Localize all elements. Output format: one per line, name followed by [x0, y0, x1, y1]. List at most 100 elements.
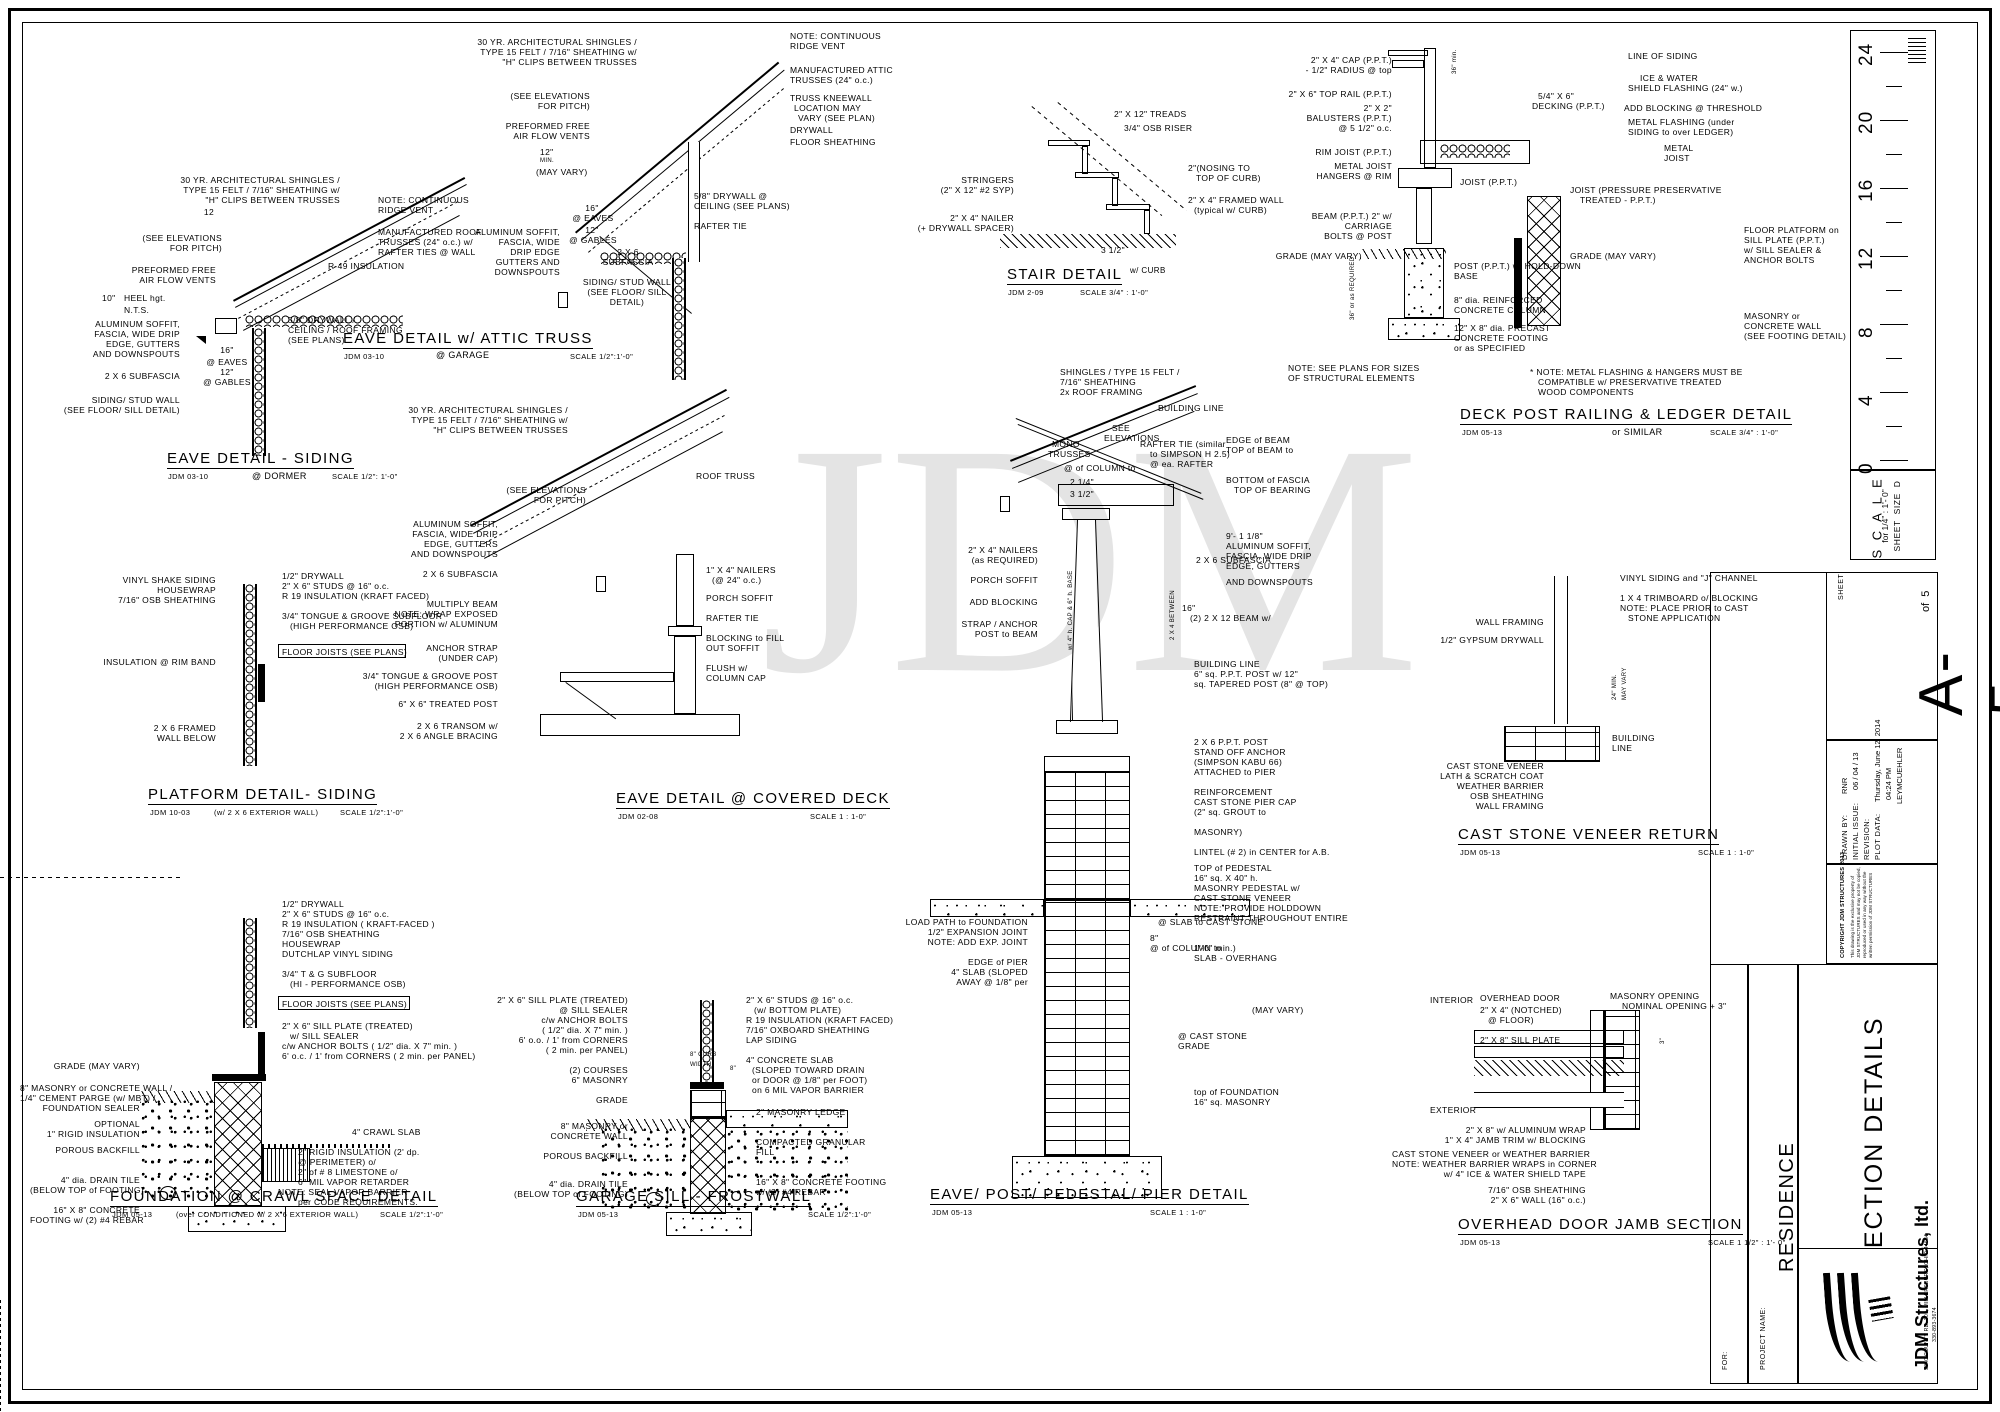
label-post-holddown-1: POST (P.P.T.) w/ HOLD-DOWN — [1454, 261, 1582, 271]
label-masonry-3: (SEE FOOTING DETAIL) — [1744, 331, 1847, 341]
detail-ref: JDM 03-10 — [344, 352, 385, 361]
label-note-plans-2: OF STRUCTURAL ELEMENTS — [1288, 373, 1415, 383]
detail-scale: SCALE 1 : 1-0" — [1150, 1208, 1207, 1217]
label-porous-backfill: POROUS BACKFILL — [55, 1145, 140, 1155]
scale-label-24: 24 — [1856, 42, 1877, 66]
sheet-of: of 5 — [1920, 590, 1932, 612]
label-drain-tile-1: 4" dia. DRAIN TILE — [548, 1179, 628, 1189]
detail-title: EAVE DETAIL - SIDING — [167, 450, 354, 469]
label-cap-1: 2" X 4" CAP (P.P.T.) — [1310, 55, 1392, 65]
label-beam-3: BOLTS @ POST — [1324, 231, 1392, 241]
label-sill-3: c/w ANCHOR BOLTS — [541, 1015, 628, 1025]
label-baluster-spacing: @ 5 1/2" o.c. — [1338, 123, 1392, 133]
detail-scale: SCALE 1/2":1'-0" — [380, 1210, 444, 1219]
label-note-flashing-2: COMPATIBLE w/ PRESERVATIVE TREATED — [1538, 377, 1722, 387]
copyright-cell — [1826, 864, 1938, 964]
label-2-14: 2 1/4" — [1070, 477, 1095, 487]
label-2x2: 2" X 2" — [1363, 103, 1392, 113]
scale-tick-12 — [1880, 256, 1908, 257]
label-shield-flash: SHIELD FLASHING (24" w.) — [1628, 83, 1743, 93]
label-pitch-note-1: (SEE ELEVATIONS — [142, 233, 222, 243]
label-add-blocking: ADD BLOCKING — [969, 597, 1038, 607]
detail-sub: (over CONDITIONED w/ 2 X 6 EXTERIOR WALL… — [176, 1210, 359, 1219]
issue-info-cell — [1826, 740, 1938, 864]
label-2x12-beam-1: 16" — [1182, 603, 1196, 613]
label-seal-vapor-1: NOTE: SEAL VAPOR BARRIER — [278, 1187, 408, 1197]
label-heel-hgt: HEEL hgt. — [124, 293, 166, 303]
plot-data-value: Thursday, June 12, 2014 — [1873, 719, 1882, 802]
scale-minor-tick — [1886, 426, 1902, 427]
label-wall-framing: WALL FRAMING — [1475, 617, 1544, 627]
label-pedestal-6: RESTRAINT THROUGHOUT ENTIRE — [1194, 913, 1348, 923]
label-strap-1: STRAP / ANCHOR — [961, 619, 1038, 629]
plot-time: 04:24 PM — [1884, 767, 1893, 800]
label-soffit-2: FASCIA, WIDE — [498, 237, 560, 247]
label-framed-wall-1: 2 X 6 FRAMED — [153, 723, 216, 733]
copyright-body: This drawing is the exclusive property o… — [1850, 867, 1873, 958]
label-soffit-3: DRIP EDGE — [510, 247, 560, 257]
fascia-block — [558, 292, 568, 308]
label-jamb-trim: 1" X 4" JAMB TRIM w/ BLOCKING — [1444, 1135, 1586, 1145]
label-drywall-3: (SEE PLANS) — [288, 335, 345, 345]
label-joist-ppt: JOIST (P.P.T.) — [1460, 177, 1518, 187]
top-rail — [1392, 60, 1424, 68]
house-wall-line-1 — [0, 900, 2, 1100]
label-metal-1: METAL — [1664, 143, 1694, 153]
deck-floor-box — [540, 714, 740, 736]
detail-scale: SCALE 1/2":1'-0" — [340, 808, 404, 817]
label-see: SEE — [1112, 423, 1131, 433]
title-block: SHEET A-5 of 5 DRAWN BY: RNR INITIAL ISS… — [1710, 572, 2000, 1384]
label-rigid-ins-4: 6" MIL VAPOR RETARDER — [298, 1177, 410, 1187]
detail-title: STAIR DETAIL — [1007, 266, 1123, 285]
label-sill-4: 6' o.c. / 1' from CORNERS ( 2 min. per P… — [282, 1051, 476, 1061]
label-beam-1: MULTIPLY BEAM — [426, 599, 498, 609]
label-drain-tile-1: 4" dia. DRAIN TILE — [60, 1175, 140, 1185]
detail-title: EAVE DETAIL w/ ATTIC TRUSS — [343, 330, 593, 349]
label-heel-dim: 10" — [102, 293, 116, 303]
column-cap — [668, 626, 702, 636]
detail-title: DECK POST RAILING & LEDGER DETAIL — [1460, 406, 1793, 425]
label-rigid-insul: 1" RIGID INSULATION — [46, 1129, 140, 1139]
label-ridge-1: NOTE: CONTINUOUS — [790, 31, 882, 41]
label-soffit-1: ALUMINUM SOFFIT, — [475, 227, 560, 237]
ceiling-insulation — [600, 252, 686, 264]
label-masonry-2: CONCRETE WALL — [1744, 321, 1822, 331]
scale-label-20: 20 — [1856, 110, 1877, 134]
label-2x12-beam-2: (2) 2 X 12 BEAM w/ — [1190, 613, 1271, 623]
label-balusters: BALUSTERS (P.P.T.) — [1306, 113, 1392, 123]
tread-3 — [1106, 204, 1150, 210]
label-shingles-2: TYPE 15 FELT / 7/16" SHEATHING w/ — [480, 47, 637, 57]
detail-eave-detail-attic-truss: 30 YR. ARCHITECTURAL SHINGLES / TYPE 15 … — [0, 31, 2000, 628]
ceiling-insulation — [245, 315, 403, 327]
masonry-opening — [1604, 1010, 1640, 1130]
label-sill-5: 6' o.o. / 1' from CORNERS — [518, 1035, 628, 1045]
label-soffit-2: FASCIA, WIDE DRIP — [412, 529, 498, 539]
label-ridge-2: RIDGE VENT — [378, 205, 434, 215]
label-beam-2: CARRIAGE — [1344, 221, 1392, 231]
label-post-holddown-2: BASE — [1454, 271, 1479, 281]
wall-framing — [1554, 576, 1568, 724]
label-sill-1: 2" X 6" SILL PLATE (TREATED) — [282, 1021, 413, 1031]
label-soffit-3: FASCIA, WIDE DRIP — [1226, 551, 1312, 561]
label-granular-1: COMPACTED GRANULAR — [756, 1137, 866, 1147]
label-truss-3: RAFTER TIES @ WALL — [378, 247, 476, 257]
scale-bar: 24 20 16 12 8 4 0 — [1850, 30, 1936, 474]
label-osb: 7/16" OSB SHEATHING — [282, 929, 380, 939]
foundation-insulation — [1514, 238, 1522, 328]
label-sill-4: ( 1/2" dia. X 7" min. ) — [542, 1025, 628, 1035]
scale-tick-0 — [1880, 460, 1908, 461]
company-logo-cell — [1798, 1248, 1938, 1384]
label-shingles-3: "H" CLIPS BETWEEN TRUSSES — [205, 195, 340, 205]
detail-scale: SCALE 1 1/2" : 1'- 0" — [1708, 1238, 1786, 1247]
wall-insulation — [701, 1000, 713, 1082]
label-post-1: BUILDING LINE — [1194, 659, 1260, 669]
label-wall-framing-2: WALL FRAMING — [1475, 801, 1544, 811]
fascia-block — [596, 576, 606, 592]
label-tg-post-1: 3/4" TONGUE & GROOVE POST — [362, 671, 498, 681]
label-sill-2: @ SILL SEALER — [559, 1005, 628, 1015]
label-ridge-1: NOTE: CONTINUOUS — [378, 195, 470, 205]
label-exp-joint-2: 1/2" EXPANSION JOINT — [927, 927, 1028, 937]
fascia-block — [1000, 496, 1010, 512]
slab-concrete-right — [1130, 899, 1250, 917]
label-soffit-4: AND DOWNSPOUTS — [92, 349, 180, 359]
